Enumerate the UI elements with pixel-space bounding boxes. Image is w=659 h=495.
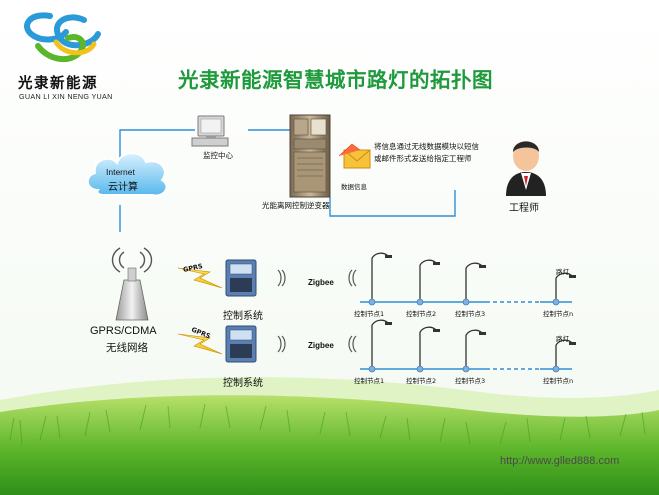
control-group-row-1 bbox=[177, 252, 576, 306]
zigbee-label: Zigbee bbox=[308, 341, 334, 350]
node-label-1: 控制节点1 bbox=[354, 377, 385, 385]
computer-icon bbox=[191, 115, 229, 147]
tower-label-line2: 无线网络 bbox=[106, 342, 148, 354]
monitor-center-label: 监控中心 bbox=[203, 151, 233, 160]
logo-name: 光隶新能源 bbox=[18, 76, 98, 92]
grass-blades bbox=[9, 403, 646, 446]
engineer-icon bbox=[506, 141, 546, 196]
control-node-icon bbox=[368, 365, 376, 373]
street-lamp-head bbox=[569, 342, 576, 345]
street-lamp-head bbox=[385, 322, 392, 325]
zigbee-label: Zigbee bbox=[308, 278, 334, 287]
street-lamp-head bbox=[385, 255, 392, 258]
control-system-label: 控制系统 bbox=[223, 378, 263, 389]
logo-mark bbox=[24, 12, 101, 63]
street-lamp-head bbox=[433, 329, 440, 332]
lamp-label: 路灯 bbox=[556, 335, 569, 343]
cloud-icon bbox=[86, 152, 168, 197]
node-label-3: 控制节点3 bbox=[455, 310, 486, 318]
data-info-label: 数据信息 bbox=[341, 183, 367, 191]
street-lamp-head bbox=[479, 332, 486, 335]
control-node-icon bbox=[462, 365, 470, 373]
control-node-icon bbox=[462, 298, 470, 306]
lamp-label: 路灯 bbox=[556, 268, 569, 276]
engineer-label: 工程师 bbox=[509, 203, 539, 214]
radio-tower-icon bbox=[111, 247, 153, 321]
control-node-icon bbox=[416, 298, 424, 306]
page-title: 光隶新能源智慧城市路灯的拓扑图 bbox=[178, 68, 493, 92]
control-groups bbox=[177, 252, 576, 373]
control-system-label: 控制系统 bbox=[223, 311, 263, 322]
signal-waves-icon bbox=[277, 269, 357, 287]
tower-label-line1: GPRS/CDMA bbox=[90, 325, 157, 337]
footer-url[interactable]: http://www.glled888.com bbox=[500, 455, 620, 467]
control-node-icon bbox=[552, 298, 560, 306]
node-label-1: 控制节点1 bbox=[354, 310, 385, 318]
lightning-bolt-icon bbox=[177, 333, 223, 355]
inverter-label: 光能离网控制逆变器 bbox=[262, 201, 330, 210]
top-connection-lines bbox=[119, 129, 456, 232]
control-box-base bbox=[230, 278, 252, 292]
node-label-2: 控制节点2 bbox=[406, 377, 437, 385]
control-box-base bbox=[230, 344, 252, 358]
envelope-icon bbox=[338, 143, 371, 169]
grass-field bbox=[0, 395, 659, 495]
control-node-icon bbox=[552, 365, 560, 373]
cloud-label-line2: 云计算 bbox=[108, 182, 138, 193]
message-text-line1: 将信息通过无线数据模块以短信 bbox=[374, 142, 479, 151]
company-logo: 光隶新能源 GUAN LI XIN NENG YUAN bbox=[8, 6, 128, 104]
inverter-cabinet-icon bbox=[289, 114, 331, 198]
signal-waves-icon bbox=[277, 335, 357, 353]
control-box-panel bbox=[229, 329, 253, 341]
node-label-n: 控制节点n bbox=[543, 310, 574, 318]
node-label-n: 控制节点n bbox=[543, 377, 574, 385]
cloud-label-line1: Internet bbox=[106, 167, 135, 177]
control-group-row-2 bbox=[177, 319, 576, 373]
control-box-panel bbox=[229, 263, 253, 275]
lightning-bolt-icon bbox=[177, 267, 223, 289]
node-label-3: 控制节点3 bbox=[455, 377, 486, 385]
street-lamp-head bbox=[479, 265, 486, 268]
street-lamp-head bbox=[433, 262, 440, 265]
street-lamp-head bbox=[569, 275, 576, 278]
control-node-icon bbox=[416, 365, 424, 373]
node-label-2: 控制节点2 bbox=[406, 310, 437, 318]
control-node-icon bbox=[368, 298, 376, 306]
message-text-line2: 或邮件形式发送给指定工程师 bbox=[374, 154, 472, 163]
logo-subtitle: GUAN LI XIN NENG YUAN bbox=[19, 92, 113, 101]
